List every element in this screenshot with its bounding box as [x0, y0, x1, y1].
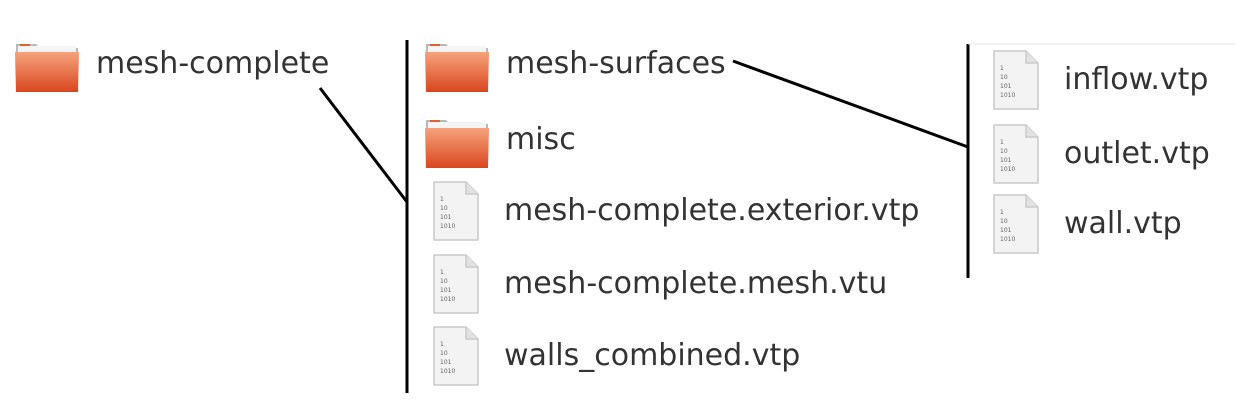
folder-item-mesh-surfaces[interactable]: mesh-surfaces	[424, 34, 744, 94]
folder-label-misc: misc	[506, 122, 576, 157]
file-icon-text-1: 1	[1000, 139, 1004, 146]
file-icon-text-1: 1	[1000, 209, 1004, 216]
file-item-wall-vtp[interactable]: 1 10 101 1010 wall.vtp	[992, 194, 1222, 254]
file-icon-text-2: 10	[1000, 218, 1008, 225]
file-item-outlet-vtp[interactable]: 1 10 101 1010 outlet.vtp	[992, 124, 1222, 184]
file-label-outlet-vtp: outlet.vtp	[1064, 136, 1210, 171]
file-icon-text-3: 101	[440, 359, 452, 366]
root-to-level1-connector	[318, 87, 409, 203]
binary-file-icon: 1 10 101 1010	[433, 254, 479, 314]
file-icon-text-2: 10	[440, 278, 448, 285]
binary-file-icon: 1 10 101 1010	[993, 194, 1039, 254]
folder-item-root[interactable]: mesh-complete	[14, 34, 344, 94]
file-icon-text-1: 1	[1000, 65, 1004, 72]
folder-icon	[15, 44, 79, 92]
file-icon-text-3: 101	[1000, 83, 1012, 90]
file-label-walls-combined: walls_combined.vtp	[504, 338, 801, 373]
file-item-exterior-vtp[interactable]: 1 10 101 1010 mesh-complete.exterior.vtp	[432, 181, 932, 241]
file-icon-text-3: 101	[1000, 157, 1012, 164]
file-icon-text-3: 101	[440, 287, 452, 294]
file-icon-text-2: 10	[1000, 148, 1008, 155]
file-icon-text-1: 1	[440, 269, 444, 276]
folder-label-mesh-surfaces: mesh-surfaces	[506, 46, 726, 81]
file-item-walls-combined[interactable]: 1 10 101 1010 walls_combined.vtp	[432, 326, 852, 386]
file-icon-text-3: 101	[440, 214, 452, 221]
file-icon-text-4: 1010	[440, 223, 455, 230]
file-icon-text-3: 101	[1000, 227, 1012, 234]
file-item-inflow-vtp[interactable]: 1 10 101 1010 inflow.vtp	[992, 50, 1222, 110]
file-icon-text-1: 1	[440, 196, 444, 203]
folder-item-misc[interactable]: misc	[424, 110, 624, 170]
file-icon-text-4: 1010	[1000, 166, 1015, 173]
file-icon-text-4: 1010	[1000, 236, 1015, 243]
folder-icon	[425, 120, 489, 168]
file-label-mesh-vtu: mesh-complete.mesh.vtu	[504, 266, 888, 301]
file-label-wall-vtp: wall.vtp	[1064, 206, 1182, 241]
file-item-mesh-vtu[interactable]: 1 10 101 1010 mesh-complete.mesh.vtu	[432, 254, 912, 314]
file-icon-text-4: 1010	[440, 296, 455, 303]
folder-icon	[425, 44, 489, 92]
file-label-exterior-vtp: mesh-complete.exterior.vtp	[504, 193, 920, 228]
binary-file-icon: 1 10 101 1010	[993, 124, 1039, 184]
file-icon-text-4: 1010	[440, 368, 455, 375]
file-label-inflow-vtp: inflow.vtp	[1064, 62, 1209, 97]
file-icon-text-2: 10	[1000, 74, 1008, 81]
binary-file-icon: 1 10 101 1010	[993, 50, 1039, 110]
level1-to-level2-connector	[732, 59, 969, 149]
file-icon-text-2: 10	[440, 205, 448, 212]
binary-file-icon: 1 10 101 1010	[433, 181, 479, 241]
folder-label-root: mesh-complete	[96, 46, 330, 81]
file-icon-text-4: 1010	[1000, 92, 1015, 99]
file-icon-text-1: 1	[440, 341, 444, 348]
file-icon-text-2: 10	[440, 350, 448, 357]
binary-file-icon: 1 10 101 1010	[433, 326, 479, 386]
